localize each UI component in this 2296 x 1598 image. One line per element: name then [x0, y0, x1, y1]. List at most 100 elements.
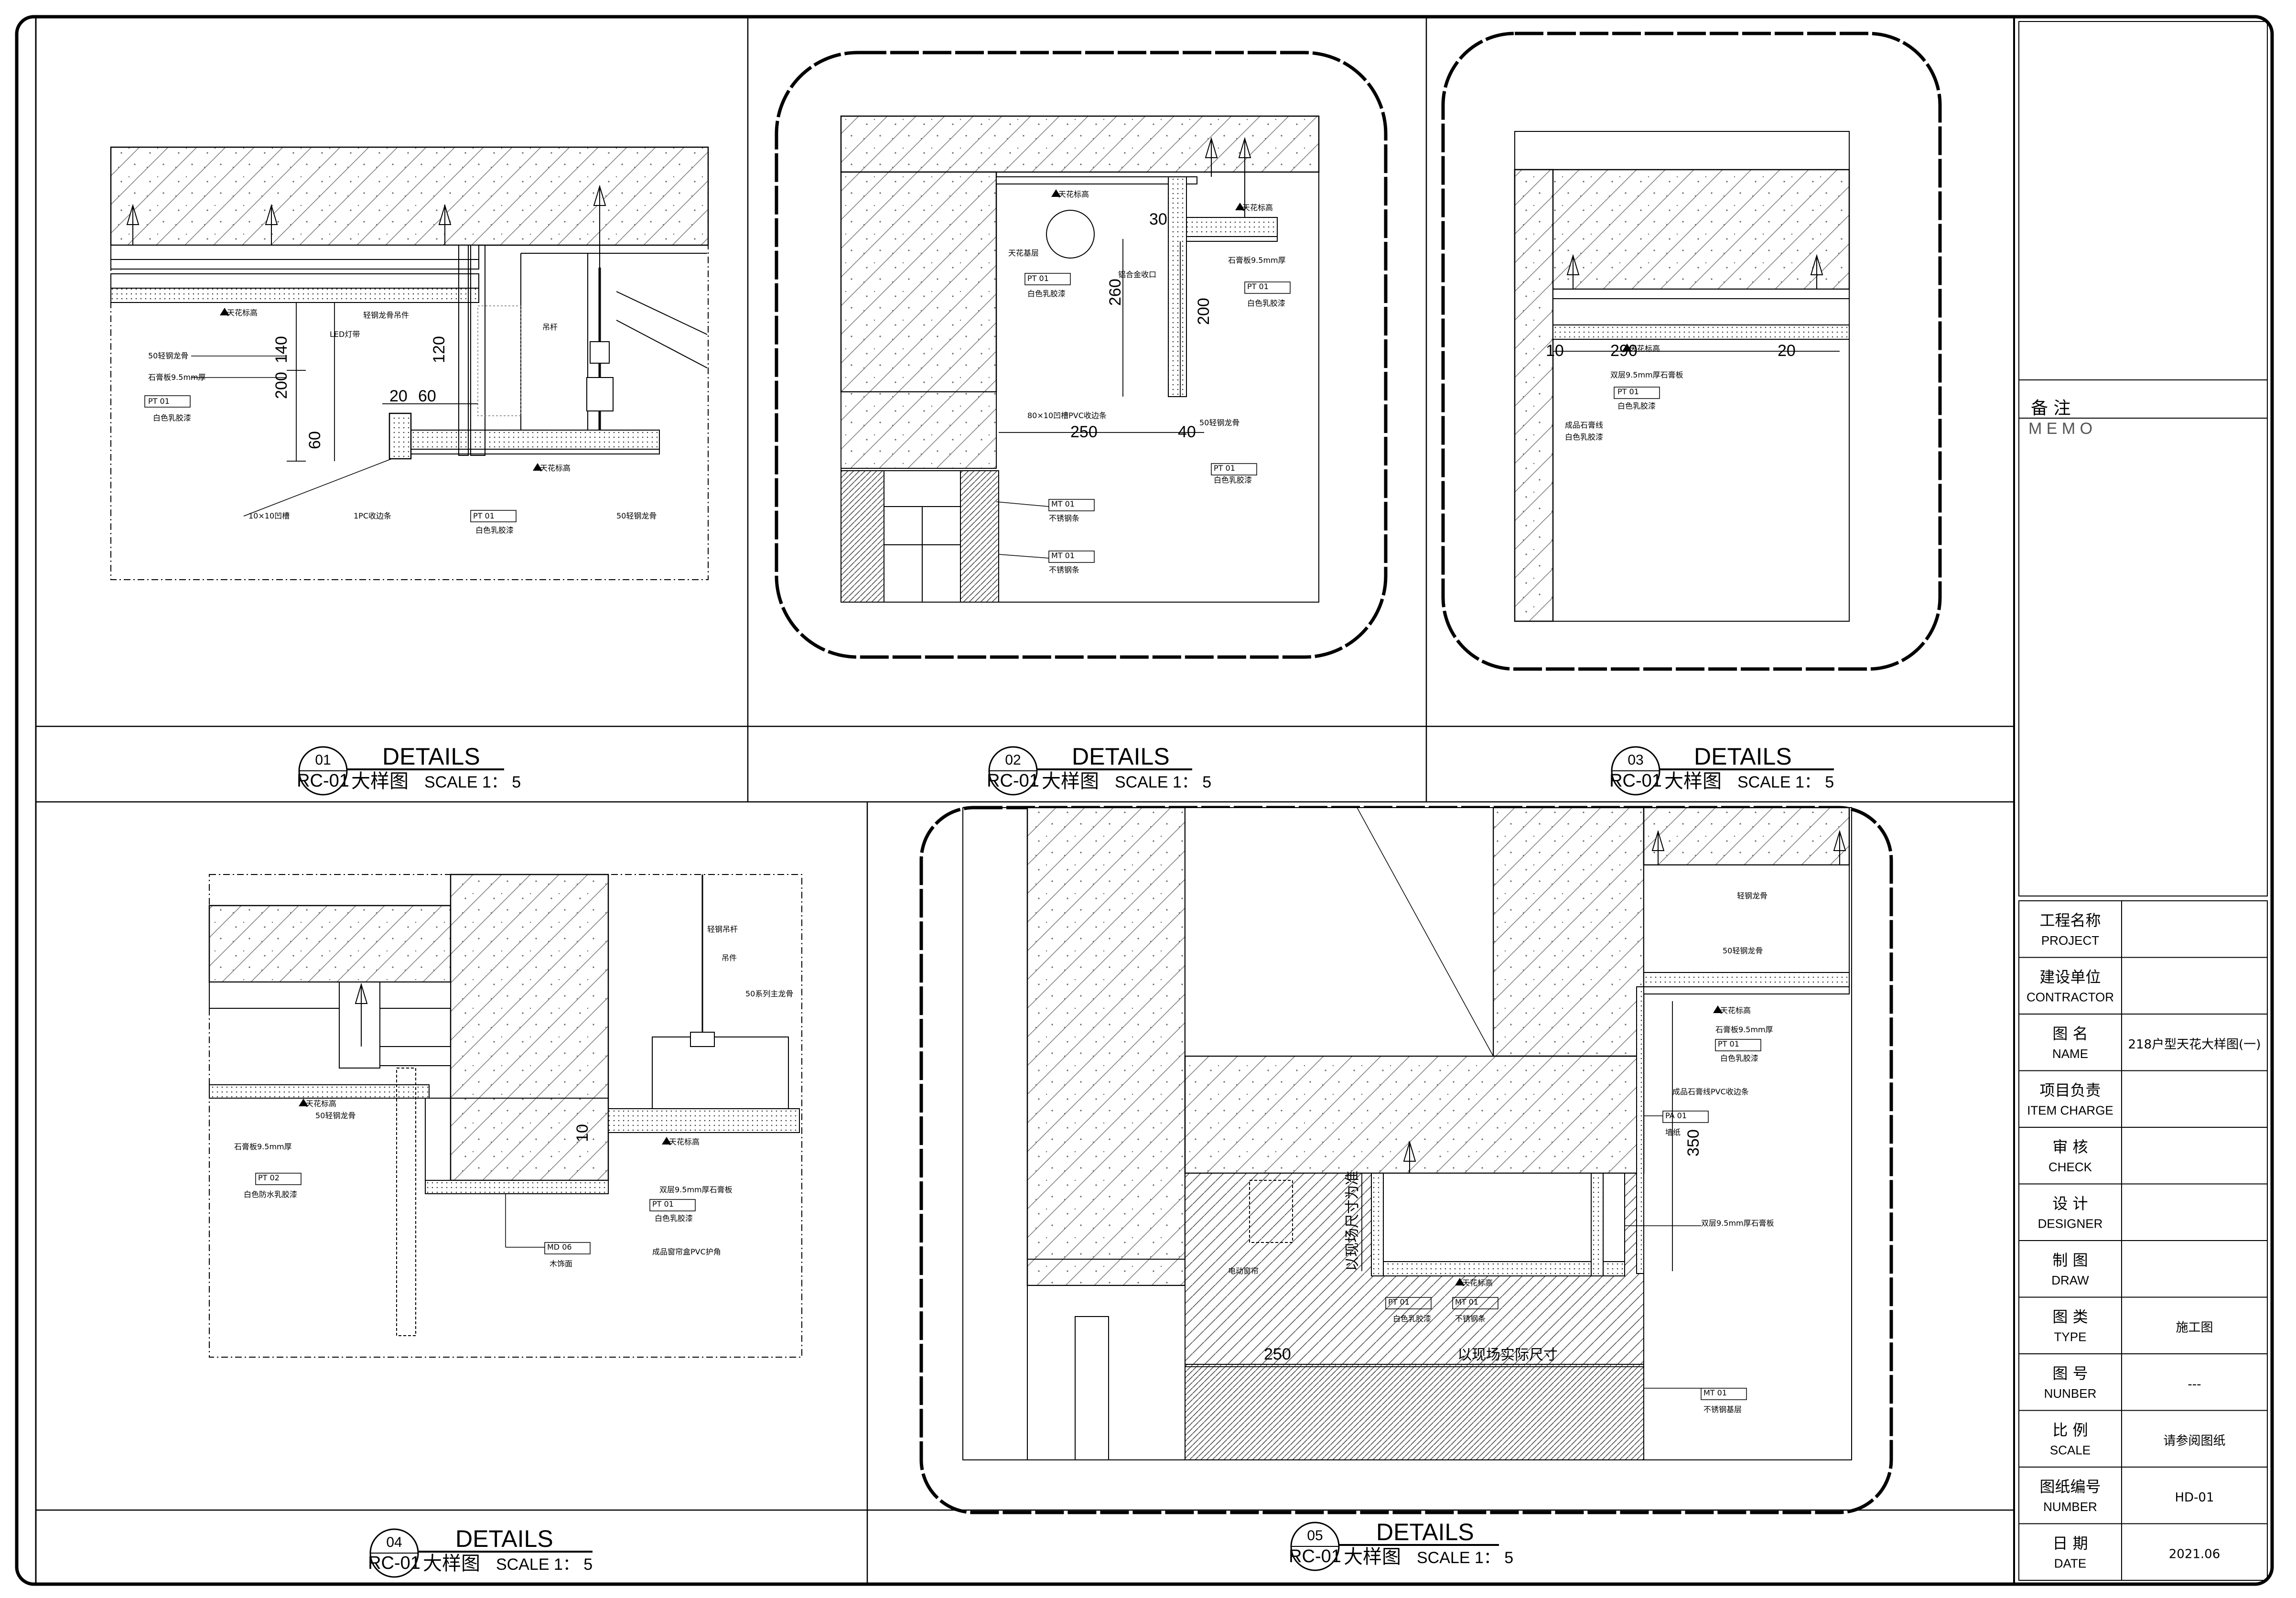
d2-note: 石膏板9.5mm厚: [1228, 256, 1286, 265]
title-block-label-cn-scale: 比 例: [2052, 1421, 2088, 1439]
d5-dim-site-v: 以现场尺寸为准: [1344, 1171, 1361, 1271]
d1-level: 天花标高: [227, 308, 258, 317]
caption-01-scale: SCALE 1： 5: [424, 773, 521, 791]
d1-dim-20: 20: [389, 387, 408, 405]
d5-note: 50轻钢龙骨: [1723, 946, 1763, 955]
title-block-value-nunber: ---: [2188, 1377, 2201, 1392]
d3-note: 成品石膏线: [1565, 421, 1603, 430]
d4-note-code: PT 02: [258, 1173, 280, 1182]
caption-01-title: DETAILS: [382, 743, 480, 770]
d5-note: 墙纸: [1665, 1128, 1681, 1137]
d1-note: 石膏板9.5mm厚: [148, 373, 206, 382]
d4-note: 轻钢吊杆: [707, 925, 738, 934]
title-block-label-en-item-charge: ITEM CHARGE: [2027, 1103, 2113, 1118]
title-block-value-name: 218户型天花大样图(一): [2128, 1037, 2261, 1052]
caption-02: 02 RC-01 DETAILS 大样图 SCALE 1： 5: [987, 743, 1211, 796]
d3-level: 天花标高: [1629, 344, 1660, 353]
d5-note-code: PT 01: [1718, 1039, 1739, 1048]
caption-05: 05 RC-01 DETAILS 大样图 SCALE 1： 5: [1289, 1519, 1513, 1571]
d1-dim-60b: 60: [418, 387, 436, 405]
d1-dim-120: 120: [430, 336, 448, 363]
title-block-label-en-draw: DRAW: [2051, 1273, 2089, 1287]
d2-dim-250: 250: [1070, 423, 1098, 441]
d4-note: 白色防水乳胶漆: [244, 1190, 297, 1199]
memo-label-cn: 备 注: [2031, 399, 2070, 418]
title-block-label-cn-project: 工程名称: [2039, 911, 2101, 929]
caption-04-num: 04: [386, 1534, 402, 1550]
caption-04: 04 RC-01 DETAILS 大样图 SCALE 1： 5: [368, 1525, 593, 1578]
d5-note: 不锈钢基层: [1703, 1405, 1742, 1414]
caption-01-cn: 大样图: [351, 770, 409, 792]
d4-note: 吊件: [722, 953, 737, 962]
detail-05-drawing: 350 250 以现场实际尺寸 以现场尺寸为准 轻钢龙骨 50轻钢龙骨 石膏板9…: [919, 806, 1893, 1514]
d4-dim-10: 10: [573, 1124, 592, 1142]
caption-05-code: RC-01: [1289, 1546, 1341, 1566]
d2-note: 白色乳胶漆: [1027, 289, 1066, 298]
title-block-label-cn-item-charge: 项目负责: [2039, 1081, 2101, 1100]
d2-dim-40: 40: [1178, 423, 1196, 441]
d1-note: 50轻钢龙骨: [616, 511, 657, 520]
caption-03-cn: 大样图: [1664, 770, 1722, 792]
d2-note: 天花基层: [1008, 248, 1039, 258]
caption-02-scale: SCALE 1： 5: [1115, 773, 1211, 791]
d2-dim-200: 200: [1195, 298, 1213, 325]
detail-captions: 01 RC-01 DETAILS 大样图 SCALE 1： 5 02 RC-01…: [297, 743, 1834, 1578]
caption-01-num: 01: [315, 752, 331, 768]
caption-04-scale: SCALE 1： 5: [496, 1555, 593, 1574]
caption-01-code: RC-01: [297, 771, 349, 791]
detail-02-drawing: 30 260 200 250 40 天花基层 PT 01 白色乳胶漆 铝合金收口…: [775, 51, 1388, 659]
title-block-value-date: 2021.06: [2169, 1547, 2221, 1562]
d2-note: 铝合金收口: [1118, 270, 1156, 279]
detail-03-drawing: 10 290 20 双层9.5mm厚石膏板 PT 01 白色乳胶漆 成品石膏线 …: [1441, 32, 1942, 671]
d1-note: 吊杆: [542, 323, 558, 332]
d5-note: 双层9.5mm厚石膏板: [1701, 1219, 1774, 1228]
title-block-label-cn-type: 图 类: [2052, 1308, 2088, 1326]
d3-note-code: PT 01: [1617, 387, 1639, 396]
d1-level: 天花标高: [540, 464, 571, 473]
title-block-label-cn-date: 日 期: [2052, 1534, 2088, 1553]
title-block-value-scale: 请参阅图纸: [2163, 1434, 2225, 1448]
caption-03-scale: SCALE 1： 5: [1737, 773, 1834, 791]
d1-dim-200: 200: [272, 372, 291, 399]
title-block-label-cn-contractor: 建设单位: [2039, 968, 2101, 986]
caption-03: 03 RC-01 DETAILS 大样图 SCALE 1： 5: [1609, 743, 1834, 796]
d4-note-code: MD 06: [547, 1242, 572, 1252]
d1-note: LED灯带: [330, 330, 360, 339]
title-block-label-en-check: CHECK: [2048, 1160, 2092, 1174]
d5-note: 石膏板9.5mm厚: [1715, 1025, 1773, 1034]
d3-note: 白色乳胶漆: [1565, 432, 1603, 442]
panel-grid: [36, 17, 2014, 1584]
d1-note: 10×10凹槽: [248, 511, 290, 520]
caption-02-cn: 大样图: [1042, 770, 1099, 792]
d2-note: 80×10凹槽PVC收边条: [1027, 411, 1107, 420]
title-block-label-cn-name: 图 名: [2052, 1025, 2088, 1043]
d3-dim-20: 20: [1778, 342, 1796, 360]
d2-level: 天花标高: [1242, 203, 1273, 212]
d5-note-code: MT 01: [1703, 1388, 1727, 1397]
memo-label-en: M E M O: [2028, 420, 2092, 438]
d5-level: 天花标高: [1462, 1278, 1493, 1287]
caption-02-num: 02: [1005, 752, 1021, 768]
d3-dim-10: 10: [1546, 342, 1564, 360]
d2-note: 50轻钢龙骨: [1199, 418, 1240, 427]
d4-level: 天花标高: [669, 1137, 700, 1146]
d5-note-code: PA 01: [1665, 1111, 1687, 1120]
d5-note: 成品石膏线PVC收边条: [1672, 1087, 1749, 1096]
d4-note: 50系列主龙骨: [745, 989, 793, 998]
d5-note-code: PT 01: [1388, 1297, 1410, 1306]
title-block-value-number: HD-01: [2175, 1490, 2214, 1505]
d5-note-code: MT 01: [1455, 1297, 1478, 1306]
d2-note-code: PT 01: [1247, 282, 1269, 291]
title-block-label-cn-designer: 设 计: [2052, 1195, 2088, 1213]
d1-note: 轻钢龙骨吊件: [363, 311, 409, 320]
d5-level: 天花标高: [1720, 1006, 1751, 1015]
caption-01: 01 RC-01 DETAILS 大样图 SCALE 1： 5: [297, 743, 521, 796]
d5-note: 轻钢龙骨: [1737, 891, 1768, 900]
d4-note-code: PT 01: [652, 1199, 674, 1209]
title-block-label-cn-check: 审 核: [2052, 1138, 2088, 1156]
d4-note: 50轻钢龙骨: [315, 1111, 356, 1120]
title-block-label-en-scale: SCALE: [2050, 1443, 2091, 1458]
detail-01-drawing: 140 200 60 20 60 120 50轻钢龙骨 石膏板9.5mm厚 PT…: [110, 146, 709, 580]
d2-note: 不锈钢条: [1049, 565, 1079, 574]
